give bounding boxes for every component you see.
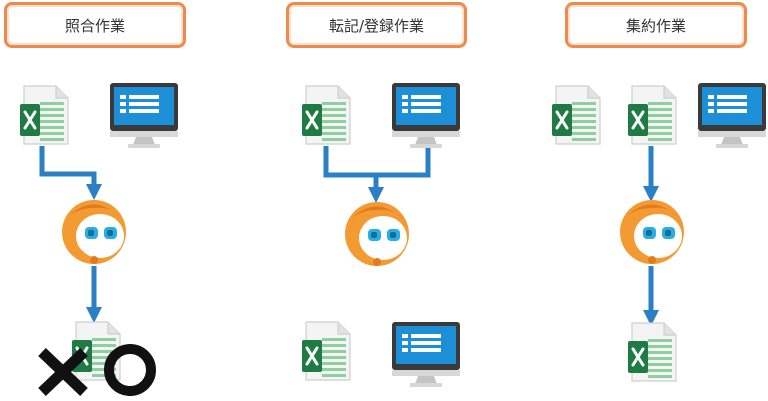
- robot-face-icon: [342, 198, 412, 268]
- desktop-monitor-icon: [108, 81, 180, 149]
- title-transcription: 転記/登録作業: [286, 2, 467, 48]
- cross-mark-icon: [38, 348, 88, 396]
- robot-face-icon: [59, 196, 129, 266]
- desktop-monitor-icon: [696, 81, 768, 149]
- excel-sheet-icon: [552, 84, 602, 146]
- excel-sheet-icon: [302, 84, 352, 146]
- arrow-inputs-to-robot-2: [323, 146, 431, 195]
- arrow-sheet-to-robot-1: [39, 146, 103, 201]
- circle-mark-icon: [104, 344, 156, 396]
- excel-sheet-icon: [20, 84, 70, 146]
- title-collation: 照合作業: [4, 2, 186, 48]
- title-aggregation: 集約作業: [565, 2, 747, 48]
- desktop-monitor-icon: [390, 81, 462, 149]
- desktop-monitor-icon: [390, 320, 462, 388]
- excel-sheet-icon: [628, 321, 678, 383]
- robot-face-icon: [617, 196, 687, 266]
- excel-sheet-icon: [302, 320, 352, 382]
- excel-sheet-icon: [628, 84, 678, 146]
